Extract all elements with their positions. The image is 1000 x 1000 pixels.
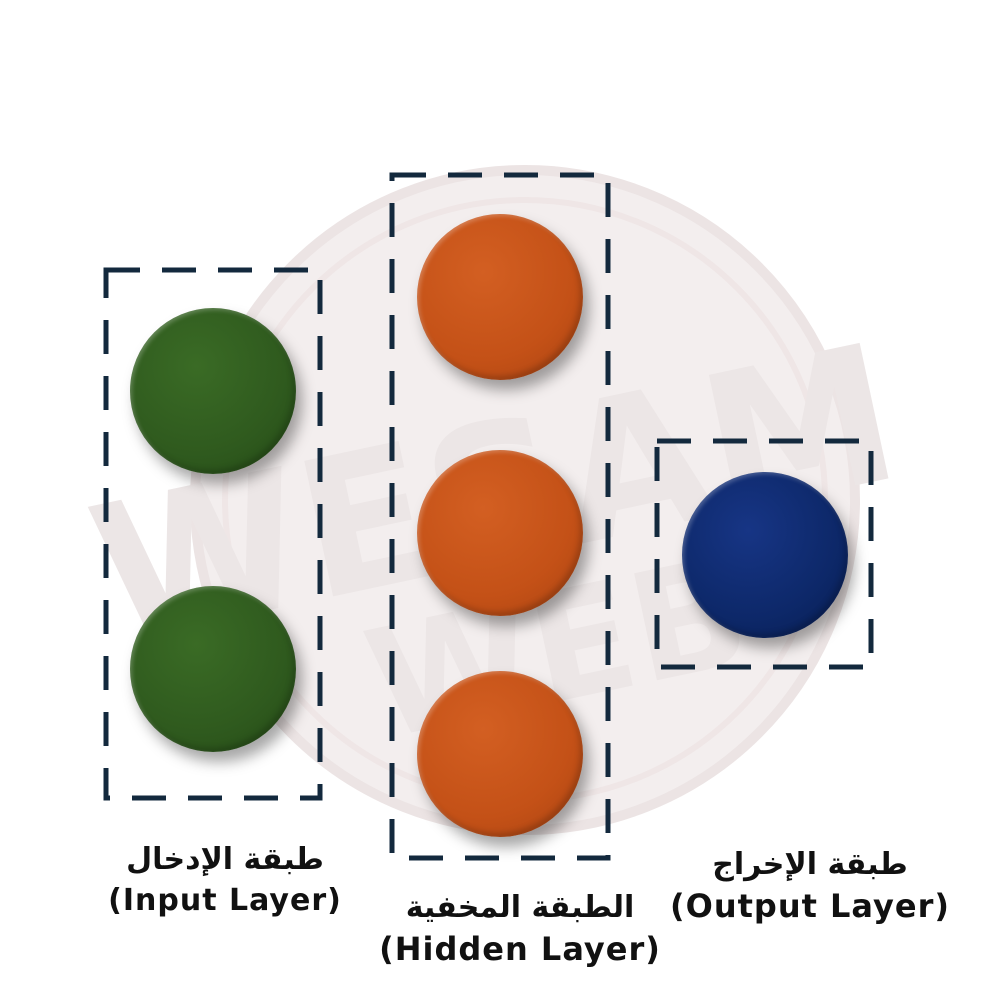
hidden-layer-dashed-border: [389, 172, 611, 861]
hidden-node-1: [417, 214, 583, 380]
input-node-2: [130, 586, 296, 752]
input-node-1: [130, 308, 296, 474]
input-layer-label-english: (Input Layer): [108, 883, 342, 918]
hidden-layer-box: [389, 172, 611, 861]
input-layer-label: طبقة الإدخال (Input Layer): [60, 840, 390, 922]
input-layer-dashed-border: [103, 267, 323, 801]
hidden-layer-label: الطبقة المخفية (Hidden Layer): [310, 888, 730, 970]
input-layer-label-arabic: طبقة الإدخال: [126, 842, 324, 877]
output-node-1: [682, 472, 848, 638]
hidden-layer-label-arabic: الطبقة المخفية: [405, 890, 635, 925]
hidden-node-3: [417, 671, 583, 837]
hidden-node-2: [417, 450, 583, 616]
input-layer-box: [103, 267, 323, 801]
output-layer-label-arabic: طبقة الإخراج: [712, 847, 908, 882]
hidden-layer-label-english: (Hidden Layer): [379, 930, 661, 968]
output-layer-label: طبقة الإخراج (Output Layer): [635, 845, 985, 927]
output-layer-label-english: (Output Layer): [670, 887, 950, 925]
